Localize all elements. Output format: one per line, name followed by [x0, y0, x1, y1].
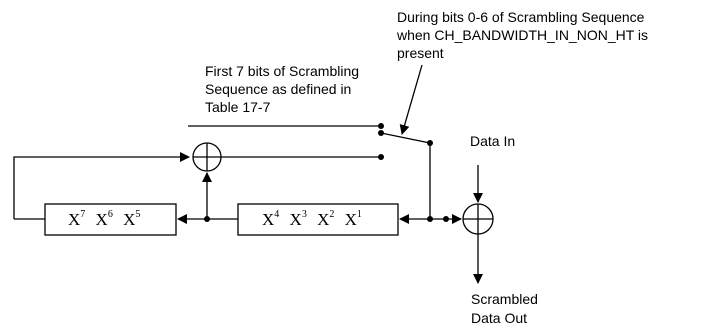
- junction-right: [443, 216, 449, 222]
- register-right-text: X4 X3 X2 X1: [262, 202, 362, 229]
- note-pointer-arrow: [399, 64, 423, 135]
- switch-contact-bottom: [378, 154, 384, 160]
- register-x7-x5: [44, 203, 177, 236]
- switch-lever: [380, 132, 431, 144]
- data-in-label: Data In: [470, 133, 515, 149]
- init-bits-text: First 7 bits of Scrambling Sequence as d…: [205, 63, 363, 115]
- switch-contact-top: [378, 123, 384, 129]
- register-left-text: X7 X6 X5: [68, 202, 140, 229]
- switch-note-text: During bits 0-6 of Scrambling Sequence w…: [396, 9, 652, 61]
- switch-contact-mid: [378, 130, 384, 136]
- data-out-label: Scrambled Data Out: [471, 291, 542, 326]
- register-x4-x1: [237, 203, 399, 236]
- feedback-loop-top: [13, 152, 190, 219]
